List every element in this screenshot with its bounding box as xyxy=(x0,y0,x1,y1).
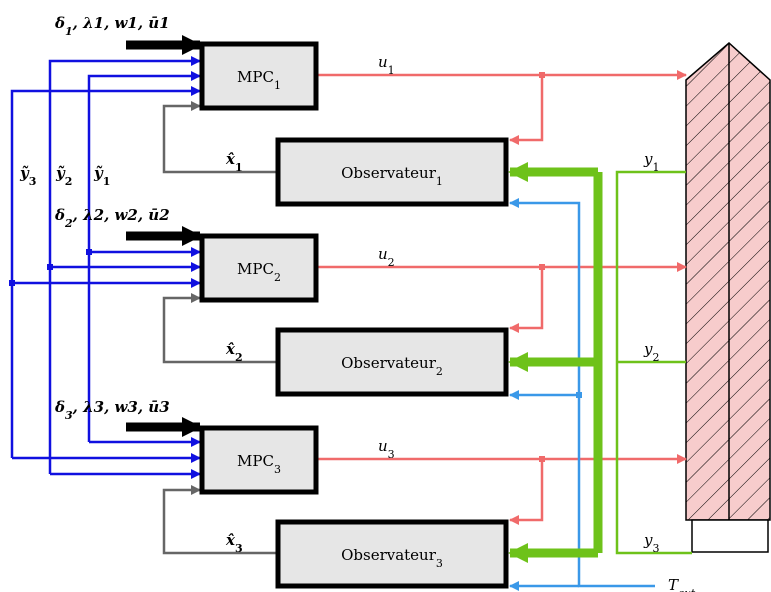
mpc-block-2: MPC2 xyxy=(199,233,319,303)
mpc-label: MPC2 xyxy=(237,260,281,284)
y1-junction xyxy=(86,249,92,255)
u3-to-observer xyxy=(509,459,544,525)
observer-label: Observateur2 xyxy=(341,354,443,378)
u1-to-observer xyxy=(509,75,544,145)
mpc-box xyxy=(199,425,319,495)
y3-feedback-to-mpc1 xyxy=(10,86,201,458)
mpc-block-1: MPC1 xyxy=(199,41,319,111)
y2-junction xyxy=(47,264,53,270)
building-hatch xyxy=(686,43,770,520)
observer-block-1: Observateur1 xyxy=(275,137,509,207)
param-label-3: δ3, λ3, w3, ū3 xyxy=(54,398,170,422)
ytilde1-label: ỹ1 xyxy=(93,164,110,188)
u2-to-observer xyxy=(509,267,544,333)
y1-label: y1 xyxy=(643,150,659,174)
y1-feedback-to-mpc1 xyxy=(87,71,201,442)
observer-box xyxy=(275,327,509,397)
text-label: Text xyxy=(668,576,696,592)
y3-label: y3 xyxy=(643,531,659,555)
feedback-lines xyxy=(9,56,201,479)
xhat3-line xyxy=(162,485,278,555)
mpc-label: MPC3 xyxy=(237,452,281,476)
u2-junction xyxy=(539,264,545,270)
u1-junction xyxy=(539,72,545,78)
observer-label: Observateur3 xyxy=(341,546,443,570)
external-temp-lines xyxy=(509,198,655,591)
xhat1-label: x̂1 xyxy=(225,150,243,174)
mpc-box xyxy=(199,233,319,303)
y3-junction xyxy=(9,280,15,286)
observer-box xyxy=(275,137,509,207)
xhat2-label: x̂2 xyxy=(225,340,243,364)
building xyxy=(685,42,771,553)
y2-label: y2 xyxy=(643,340,659,364)
ytilde3-label: ỹ3 xyxy=(19,164,36,188)
ytilde2-label: ỹ2 xyxy=(55,164,72,188)
mpc-block-3: MPC3 xyxy=(199,425,319,495)
xhat2-line xyxy=(162,293,278,364)
u2-label: u2 xyxy=(378,245,395,269)
u3-label: u3 xyxy=(378,437,395,461)
y2-feedback-to-mpc1 xyxy=(48,56,201,474)
observer-label: Observateur1 xyxy=(341,164,443,188)
u1-label: u1 xyxy=(378,53,395,77)
param-label-2: δ2, λ2, w2, ū2 xyxy=(54,206,170,230)
observer-block-2: Observateur2 xyxy=(275,327,509,397)
mpc-box xyxy=(199,41,319,111)
observer-block-3: Observateur3 xyxy=(275,519,509,589)
xhat3-label: x̂3 xyxy=(225,531,243,555)
u3-junction xyxy=(539,456,545,462)
building-base xyxy=(691,519,769,553)
mpc-label: MPC1 xyxy=(237,68,281,92)
control-lines xyxy=(318,70,687,525)
measurement-lines xyxy=(508,162,692,563)
xhat1-line xyxy=(162,101,278,174)
param-label-1: δ1, λ1, w1, ū1 xyxy=(54,14,170,38)
estimate-lines xyxy=(162,101,278,555)
text-junction xyxy=(576,392,582,398)
observer-box xyxy=(275,519,509,589)
param-arrows xyxy=(126,35,202,437)
